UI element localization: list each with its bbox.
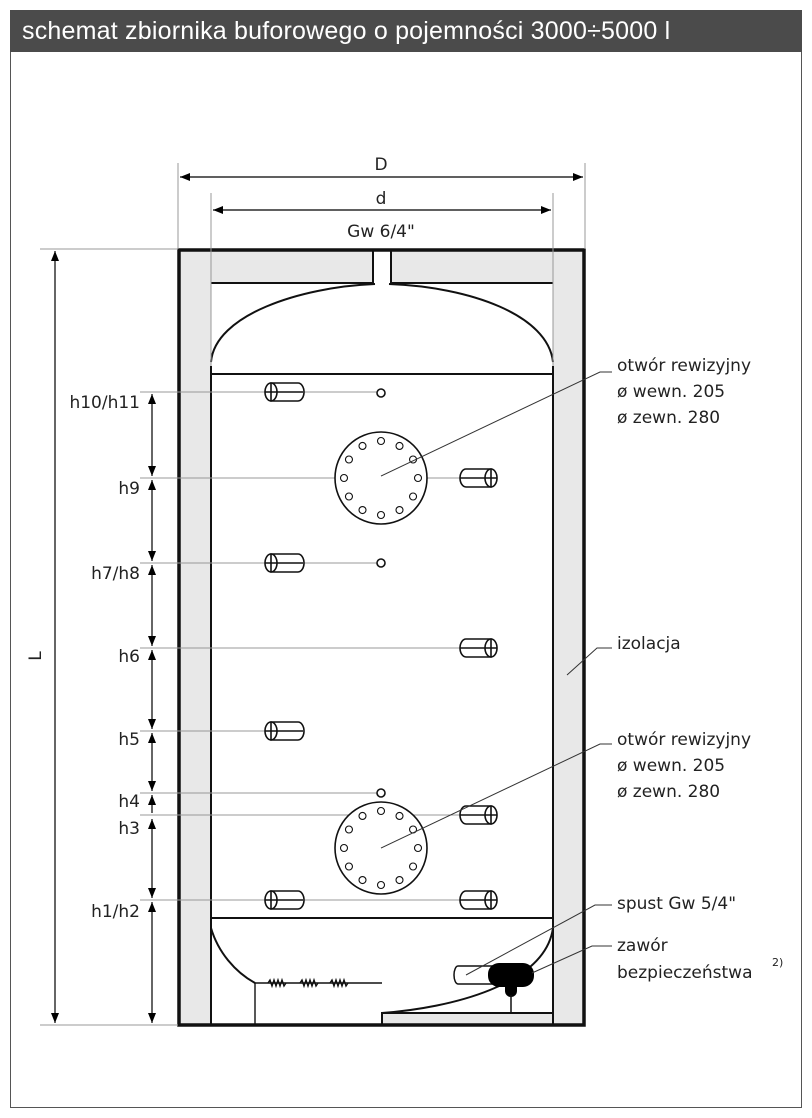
valve-label-1: zawór [617,936,668,956]
bolt-hole [376,436,386,446]
bolt-hole [395,811,404,821]
drain-and-valve [453,963,534,1013]
top-insulation-outline [211,250,553,284]
manhole-top [334,431,428,525]
bolt-hole [358,505,367,515]
nozzles [264,382,498,910]
manhole-bottom-outer: ø zewn. 280 [617,782,720,802]
nozzle-right [459,890,498,910]
height-label: h7/h8 [91,564,140,584]
bolt-hole [408,492,418,501]
height-label: h1/h2 [91,902,140,922]
bolt-hole [358,441,367,451]
sensor-port [376,388,386,398]
bolt-hole [376,510,386,520]
bolt-hole [395,505,404,515]
height-label: h10/h11 [69,393,140,413]
diagram-frame [10,52,802,1108]
nozzle-right [459,468,498,488]
insulation-label: izolacja [617,634,681,654]
bolt-hole [339,473,349,483]
drain-nozzle [453,965,496,985]
height-reference-lines [140,391,497,901]
bolt-hole [413,473,423,483]
insulation [179,250,584,1025]
top-connection-label: Gw 6/4" [347,222,415,242]
bolt-hole [376,806,386,816]
bolt-hole [413,843,423,853]
height-label: h5 [118,730,140,750]
bolt-hole [395,875,404,885]
page-title: schemat zbiornika buforowego o pojemnośc… [10,10,802,52]
nozzle-right [459,638,498,658]
manhole-bottom-label: otwór rewizyjny [617,730,751,750]
manhole-bottom-inner: ø wewn. 205 [617,756,725,776]
bolt-hole [339,843,349,853]
manhole-top-outer: ø zewn. 280 [617,408,720,428]
valve-footnote: 2) [772,956,783,969]
nozzle-left [264,890,305,910]
nozzle-left [264,553,305,573]
sensor-port [376,558,386,568]
safety-valve-icon [488,963,534,987]
bolt-hole [344,825,354,834]
tank-shell [210,283,554,1025]
heating-coil [254,977,382,1025]
dimension-d-label: d [376,189,387,209]
bolt-hole [358,875,367,885]
bolt-hole [395,441,404,451]
outer-casing [177,248,586,1027]
nozzle-left [264,382,305,402]
drain-label: spust Gw 5/4" [617,894,736,914]
height-label: h3 [118,819,140,839]
leader-lines [380,371,612,976]
nozzle-left [264,721,305,741]
manhole-top-inner: ø wewn. 205 [617,382,725,402]
dimension-D-label: D [374,155,387,175]
bolt-hole [376,880,386,890]
height-label: h9 [118,479,140,499]
bolt-hole [344,492,354,501]
bolt-hole [344,455,354,464]
sensor-port [376,788,386,798]
height-label: h4 [118,792,140,812]
valve-label-2: bezpieczeństwa [617,963,753,983]
dimension-L-label: L [26,651,46,661]
bolt-hole [358,811,367,821]
manhole-top-label: otwór rewizyjny [617,356,751,376]
bolt-hole [344,862,354,871]
height-label: h6 [118,647,140,667]
bolt-hole [408,862,418,871]
nozzle-right [459,805,498,825]
